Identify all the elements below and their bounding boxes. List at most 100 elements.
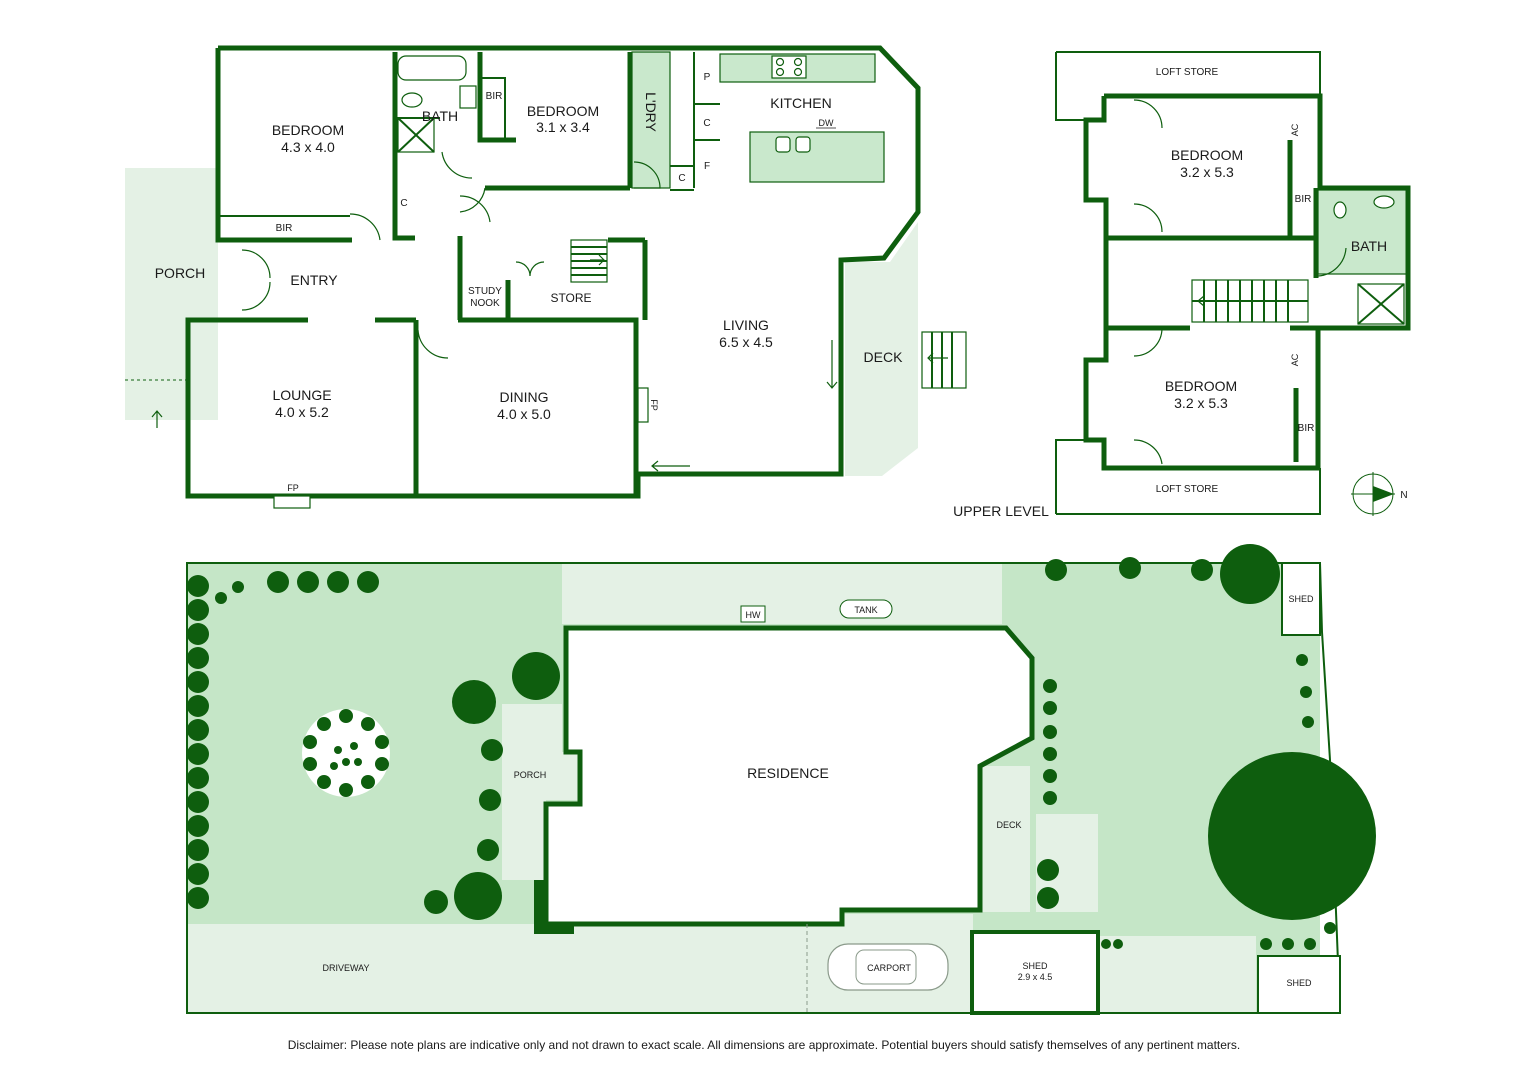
bathtub-icon bbox=[397, 55, 467, 81]
upper-bir-label-top: BIR bbox=[1295, 194, 1312, 205]
hedge-strip-bottom bbox=[534, 926, 574, 934]
deck-area bbox=[845, 222, 918, 476]
stairs-upper bbox=[1191, 279, 1309, 323]
lounge-label: LOUNGE bbox=[272, 387, 331, 403]
upper-bedroom2-dims: 3.2 x 5.3 bbox=[1174, 395, 1228, 411]
porch-area bbox=[502, 704, 578, 846]
upper-level-title: UPPER LEVEL bbox=[953, 503, 1049, 519]
loft-store-label-bottom: LOFT STORE bbox=[1156, 484, 1219, 495]
shed-label-bottom: SHED bbox=[1286, 978, 1312, 988]
fridge-label: F bbox=[704, 161, 710, 172]
cupboard-label: C bbox=[400, 198, 407, 209]
upper-outer-walls bbox=[1055, 51, 1321, 515]
residence-label: RESIDENCE bbox=[747, 765, 829, 781]
upper-toilet-icon bbox=[1333, 201, 1347, 219]
living-dims: 6.5 x 4.5 bbox=[719, 334, 773, 350]
site-deck-label: DECK bbox=[996, 820, 1021, 830]
driveway-label: DRIVEWAY bbox=[322, 963, 369, 973]
porch-label: PORCH bbox=[155, 265, 206, 281]
dining-label: DINING bbox=[500, 389, 549, 405]
lounge-dims: 4.0 x 5.2 bbox=[275, 404, 329, 420]
laundry-area bbox=[631, 51, 671, 189]
shed-label-top: SHED bbox=[1288, 594, 1314, 604]
ac-label-top: AC bbox=[1290, 123, 1300, 136]
large-trees bbox=[1208, 544, 1376, 920]
side-path bbox=[562, 563, 1002, 624]
upper-bedroom1-label: BEDROOM bbox=[1171, 147, 1243, 163]
pantry-label: P bbox=[704, 72, 711, 83]
porch-trees bbox=[424, 652, 560, 920]
ac-label-bottom: AC bbox=[1290, 353, 1300, 366]
site-porch-label: PORCH bbox=[514, 770, 547, 780]
study-nook-label-1: STUDY bbox=[468, 286, 502, 297]
bedroom2-dims: 3.1 x 3.4 bbox=[536, 119, 590, 135]
stairs-ground bbox=[570, 239, 608, 283]
upper-door-swings bbox=[1133, 99, 1347, 465]
fireplace-dining-label: FP bbox=[649, 399, 659, 411]
vanity-icon bbox=[459, 85, 477, 109]
living-label: LIVING bbox=[723, 317, 769, 333]
bedroom2-label: BEDROOM bbox=[527, 103, 599, 119]
fireplace-dining-icon bbox=[637, 387, 649, 423]
laundry-label: L'DRY bbox=[643, 92, 659, 132]
bir-label-bed1: BIR bbox=[276, 223, 293, 234]
top-shrubs bbox=[215, 557, 1213, 604]
deck-site-area bbox=[982, 766, 1030, 912]
bir-label: BIR bbox=[486, 91, 503, 102]
loft-store-label-top: LOFT STORE bbox=[1156, 67, 1219, 78]
compass-north-label: N bbox=[1400, 490, 1407, 501]
cupboard-label: C bbox=[703, 118, 710, 129]
sink-bowl bbox=[795, 136, 811, 153]
fireplace-label: FP bbox=[287, 483, 299, 493]
kitchen-island bbox=[749, 131, 885, 183]
shed-main-label: SHED bbox=[1022, 961, 1048, 971]
toilet-icon bbox=[401, 92, 423, 108]
rear-paving bbox=[1098, 936, 1256, 1013]
upper-basin-icon bbox=[1373, 195, 1395, 209]
upper-bath-label: BATH bbox=[1351, 238, 1387, 254]
living-arrow-icon bbox=[651, 460, 690, 472]
upper-bir-label-bottom: BIR bbox=[1298, 423, 1315, 434]
kitchen-label: KITCHEN bbox=[770, 95, 831, 111]
driveway-area bbox=[187, 924, 807, 1013]
carport-label: CARPORT bbox=[867, 963, 911, 973]
shed-main bbox=[970, 930, 1100, 1015]
left-hedge bbox=[187, 575, 209, 909]
water-tank bbox=[839, 599, 893, 619]
hot-water-label: HW bbox=[746, 610, 761, 620]
sink-bowl bbox=[775, 136, 791, 153]
upper-level: LOFT STORE LOFT STORE BEDROOM 3.2 x 5.3 … bbox=[953, 51, 1411, 519]
upper-bedroom2-label: BEDROOM bbox=[1165, 378, 1237, 394]
ground-floor: BEDROOM 4.3 x 4.0 BEDROOM 3.1 x 3.4 BATH… bbox=[125, 45, 967, 509]
study-nook-label-2: NOOK bbox=[470, 298, 500, 309]
upper-walls bbox=[1083, 93, 1411, 471]
upper-bedroom1-dims: 3.2 x 5.3 bbox=[1180, 164, 1234, 180]
deck-stairs bbox=[921, 331, 967, 389]
door-swings bbox=[241, 151, 661, 359]
ground-interior-walls bbox=[188, 52, 720, 494]
bath-label: BATH bbox=[422, 108, 458, 124]
disclaimer-text: Disclaimer: Please note plans are indica… bbox=[287, 1038, 1241, 1052]
shed-main-dims: 2.9 x 4.5 bbox=[1018, 972, 1053, 982]
cupboard-label: C bbox=[678, 173, 685, 184]
compass-icon: N bbox=[1351, 472, 1408, 516]
porch-step bbox=[502, 846, 546, 880]
car-icon bbox=[827, 943, 949, 991]
residence-footprint bbox=[543, 625, 1035, 927]
porch-arrow-icon bbox=[151, 410, 163, 428]
store-label: STORE bbox=[550, 291, 591, 305]
shed-bottom-right bbox=[1257, 955, 1341, 1014]
fireplace-icon bbox=[273, 495, 311, 509]
dining-dims: 4.0 x 5.0 bbox=[497, 406, 551, 422]
shed-top-right bbox=[1281, 562, 1321, 636]
deck-label: DECK bbox=[864, 349, 904, 365]
bedroom1-label: BEDROOM bbox=[272, 122, 344, 138]
hedge-strip bbox=[534, 880, 544, 926]
cooktop-icon bbox=[771, 55, 807, 79]
east-shrubs bbox=[1037, 654, 1336, 950]
porch-slab bbox=[125, 168, 218, 420]
tank-label: TANK bbox=[854, 605, 877, 615]
site-plan: RESIDENCE PORCH DECK HW TANK SHED SHED S… bbox=[186, 544, 1376, 1015]
bedroom1-dims: 4.3 x 4.0 bbox=[281, 139, 335, 155]
